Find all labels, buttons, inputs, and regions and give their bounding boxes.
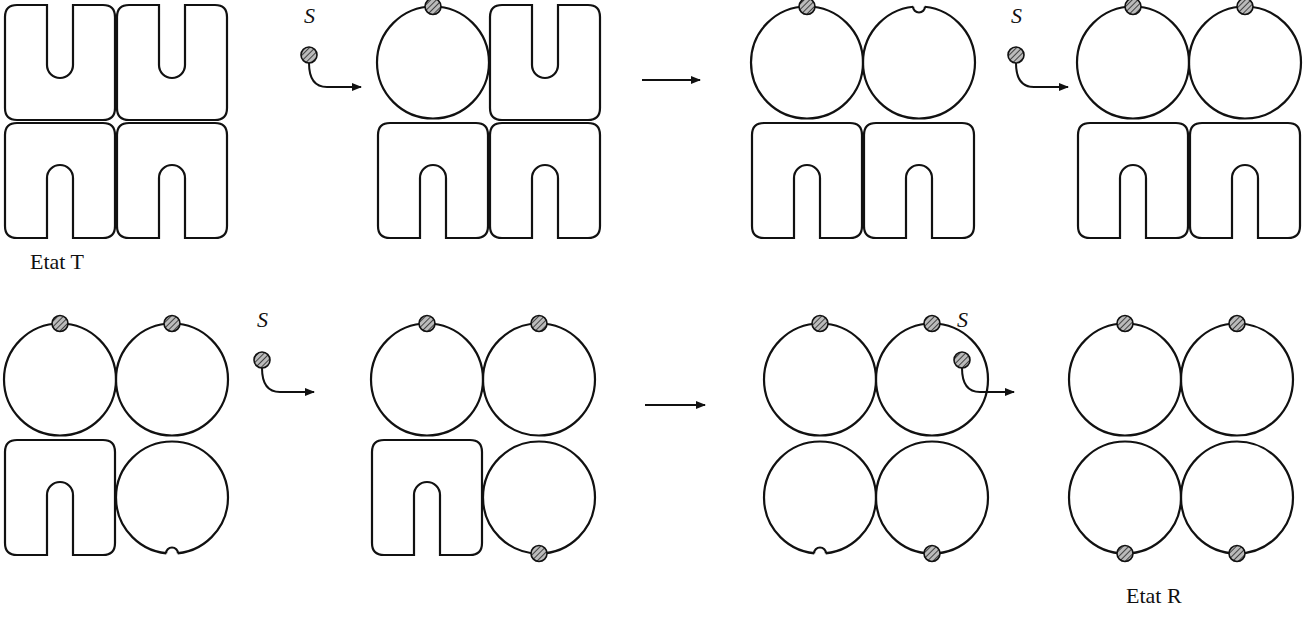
binding-site [166,548,178,554]
ligand [425,0,441,15]
ligand [1117,546,1133,562]
ligand [1229,546,1245,562]
r-subunit [483,324,595,436]
ligand [52,316,68,332]
binding-site [913,7,925,13]
t-subunit [1190,123,1300,238]
binding-arrow [309,63,361,87]
t-subunit [1078,123,1188,238]
binding-arrow [1016,63,1068,87]
r-subunit [377,7,489,119]
t-subunit [5,123,115,238]
substrate-label: S [257,308,268,332]
transition-arrow [645,404,705,406]
substrate-label: S [957,308,968,332]
binding-arrow [962,368,1014,392]
r-subunit [1181,324,1293,436]
ligand [254,352,270,368]
t-subunit [490,123,600,238]
r-subunit [764,442,876,554]
substrate-label: S [304,4,315,28]
ligand [812,316,828,332]
ligand [924,316,940,332]
t-subunit [117,5,227,120]
r-subunit [1189,7,1301,119]
ligand [301,47,317,63]
binding-site [814,548,826,554]
ligand [531,316,547,332]
ligand [1229,316,1245,332]
r-subunit [1069,442,1181,554]
t-subunit [372,440,482,555]
t-subunit [490,5,600,120]
ligand [531,546,547,562]
r-subunit [751,7,863,119]
ligand [1117,316,1133,332]
ligand [164,316,180,332]
r-subunit [116,442,228,554]
r-subunit [863,7,975,119]
ligand [1237,0,1253,15]
ligand [799,0,815,15]
r-subunit [483,442,595,554]
r-subunit [1077,7,1189,119]
r-subunit [116,324,228,436]
state-label: Etat R [1126,584,1182,608]
t-subunit [752,123,862,238]
t-subunit [864,123,974,238]
ligand [1008,47,1024,63]
t-subunit [5,440,115,555]
ligand [924,546,940,562]
t-subunit [117,123,227,238]
binding-arrow [262,368,314,392]
r-subunit [4,324,116,436]
ligand [1125,0,1141,15]
state-label: Etat T [30,250,84,274]
r-subunit [1181,442,1293,554]
t-subunit [378,123,488,238]
substrate-label: S [1011,4,1022,28]
r-subunit [1069,324,1181,436]
r-subunit [876,324,988,436]
ligand [419,316,435,332]
transition-arrow [642,79,700,81]
r-subunit [764,324,876,436]
ligand [954,352,970,368]
r-subunit [371,324,483,436]
r-subunit [876,442,988,554]
t-subunit [5,5,115,120]
